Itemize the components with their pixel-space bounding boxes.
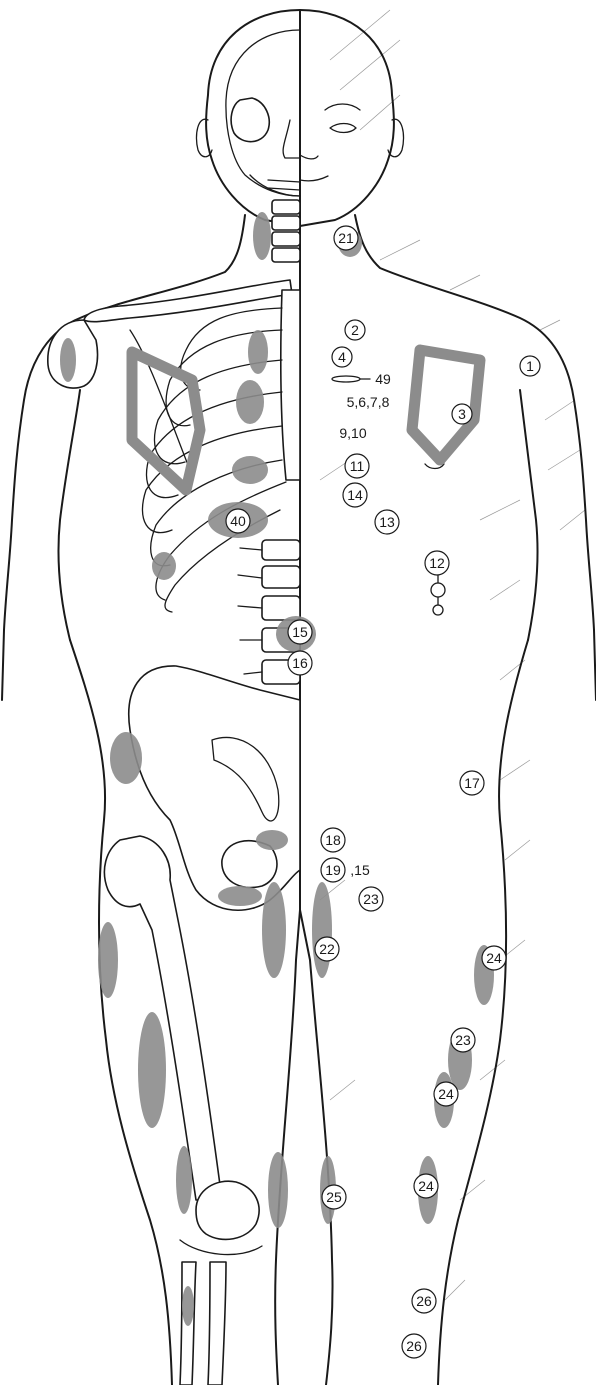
zone-label-21: 21	[334, 226, 358, 250]
label-text: 22	[319, 941, 335, 957]
zone-label-40: 40	[226, 509, 250, 533]
zone-label-49: 49	[375, 371, 391, 387]
label-text: 13	[379, 514, 395, 530]
zone-label-24b: 24	[434, 1082, 458, 1106]
label-text: 19	[325, 862, 341, 878]
zone-label-17: 17	[460, 771, 484, 795]
label-text: 24	[418, 1178, 434, 1194]
zone-label-25: 25	[322, 1185, 346, 1209]
zone-label-19: 19	[321, 858, 345, 882]
label-text: 23	[363, 891, 379, 907]
label-text: 9,10	[339, 425, 366, 441]
label-text: 18	[325, 832, 341, 848]
zone-label-11: 11	[345, 454, 369, 478]
zone-label-910: 9,10	[339, 425, 366, 441]
zone-label-1: 1	[520, 356, 540, 376]
zone-label-26a: 26	[412, 1289, 436, 1313]
zone-label-18: 18	[321, 828, 345, 852]
zone-label-24c: 24	[414, 1174, 438, 1198]
zone-label-19b: ,15	[350, 862, 370, 878]
zone-label-23a: 23	[359, 887, 383, 911]
label-text: 2	[351, 322, 359, 338]
zone-label-22: 22	[315, 937, 339, 961]
label-text: 26	[406, 1338, 422, 1354]
label-text: 25	[326, 1189, 342, 1205]
label-text: 3	[458, 406, 466, 422]
zone-label-26b: 26	[402, 1334, 426, 1358]
zone-label-16: 16	[288, 651, 312, 675]
label-text: 17	[464, 775, 480, 791]
zone-label-4: 4	[332, 347, 352, 367]
label-text: 23	[455, 1032, 471, 1048]
label-text: 24	[438, 1086, 454, 1102]
zone-label-15: 15	[288, 620, 312, 644]
label-text: 26	[416, 1293, 432, 1309]
label-text: 49	[375, 371, 391, 387]
label-text: 15	[292, 624, 308, 640]
zone-label-12: 12	[425, 551, 449, 575]
label-text: 16	[292, 655, 308, 671]
zone-label-3: 3	[452, 404, 472, 424]
label-text: 5,6,7,8	[347, 394, 390, 410]
zone-label-5678: 5,6,7,8	[347, 394, 390, 410]
label-text: 1	[526, 358, 534, 374]
label-text: ,15	[350, 862, 370, 878]
zone-label-24a: 24	[482, 946, 506, 970]
label-text: 4	[338, 349, 346, 365]
label-text: 12	[429, 555, 445, 571]
zone-label-23b: 23	[451, 1028, 475, 1052]
label-text: 14	[347, 487, 363, 503]
label-text: 40	[230, 513, 246, 529]
label-text: 24	[486, 950, 502, 966]
label-text: 11	[350, 458, 365, 474]
zone-label-13: 13	[375, 510, 399, 534]
label-text: 21	[338, 230, 354, 246]
zone-label-14: 14	[343, 483, 367, 507]
zone-label-2: 2	[345, 320, 365, 340]
